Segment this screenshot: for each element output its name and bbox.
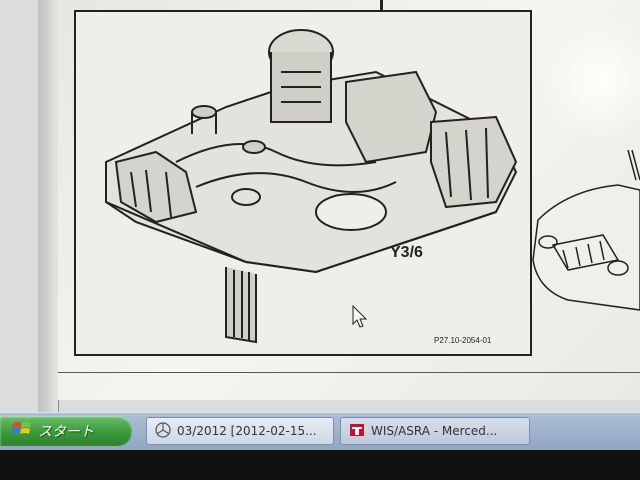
- vehicle-thumbnail: [528, 149, 640, 324]
- monitor-screen: Y3/6 P27.10-2054-01: [0, 0, 640, 412]
- windows-logo-icon: [11, 420, 32, 442]
- taskbar-item-label: WIS/ASRA - Merced...: [371, 424, 498, 438]
- figure-code: P27.10-2054-01: [434, 336, 492, 345]
- taskbar-item-label: 03/2012 [2012-02-15...: [177, 424, 317, 438]
- screen-glare: [530, 20, 640, 140]
- window-left-border: [38, 0, 59, 412]
- taskbar: スタート 03/2012 [2012-02-15... WIS/ASRA - M…: [0, 412, 640, 451]
- start-label: スタート: [38, 424, 94, 440]
- monitor-bezel: [0, 450, 640, 480]
- mouse-cursor-icon: [352, 304, 368, 333]
- top-divider: [380, 0, 383, 14]
- valve-body-drawing: [105, 29, 518, 344]
- window-bottom-edge: [58, 372, 640, 373]
- component-label: Y3/6: [390, 244, 423, 261]
- taskbar-item-wis-asra[interactable]: WIS/ASRA - Merced...: [340, 417, 530, 445]
- wis-app-icon: [349, 422, 365, 441]
- mercedes-star-icon: [155, 421, 171, 441]
- diagram-figure: Y3/6 P27.10-2054-01: [74, 10, 532, 356]
- start-button[interactable]: スタート: [0, 416, 132, 446]
- taskbar-item-document[interactable]: 03/2012 [2012-02-15...: [146, 417, 334, 445]
